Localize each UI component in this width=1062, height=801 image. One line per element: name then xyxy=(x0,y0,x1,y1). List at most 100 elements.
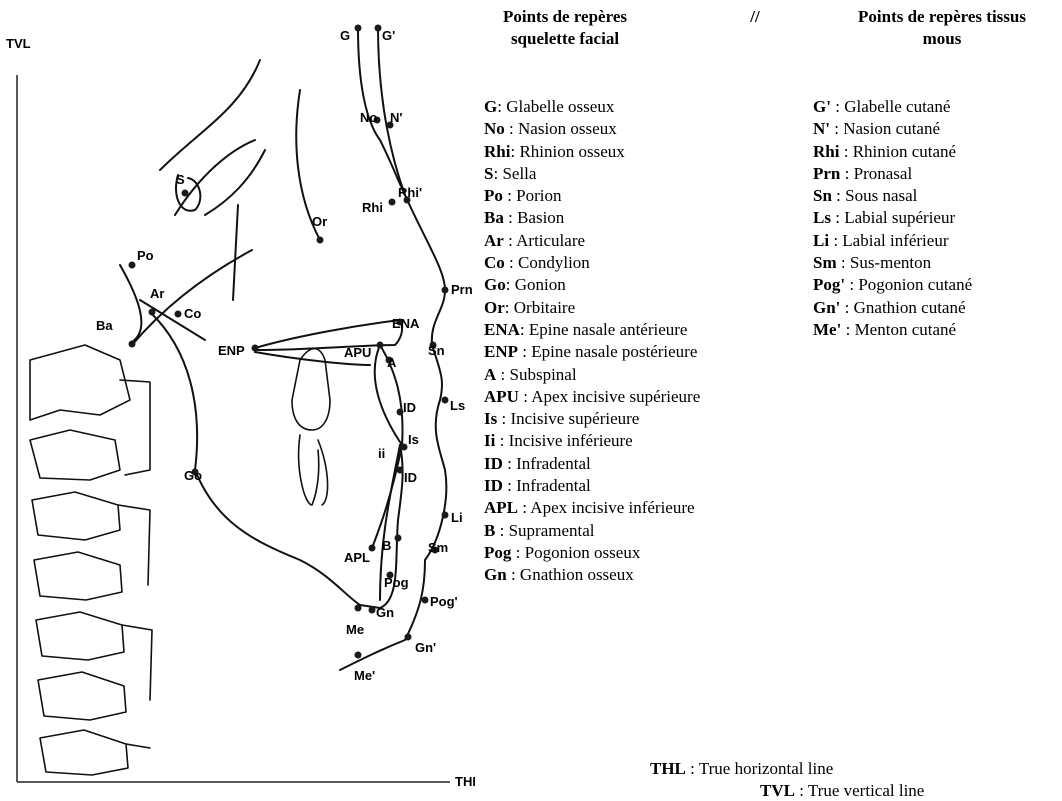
landmark-name: Sus-menton xyxy=(850,253,931,272)
landmark-abbr: Rhi xyxy=(813,142,839,161)
landmark-separator: : xyxy=(495,431,508,450)
landmark-name: Nasion osseux xyxy=(518,119,617,138)
landmark-name: Labial inférieur xyxy=(842,231,948,250)
landmark-abbr: Is xyxy=(484,409,497,428)
landmark-name: Epine nasale antérieure xyxy=(529,320,688,339)
landmark-abbr: Ls xyxy=(813,208,831,227)
landmark-label: ENA xyxy=(392,316,420,331)
landmark-separator: : xyxy=(518,498,530,517)
legend-row: Pog : Pogonion osseux xyxy=(484,542,700,564)
landmark-label: ID xyxy=(403,400,416,415)
landmark-label: No xyxy=(360,110,377,125)
landmark-separator: : xyxy=(841,320,854,339)
landmark-separator: : xyxy=(497,409,510,428)
legend-row: Ar : Articulare xyxy=(484,230,700,252)
legend-row: Li : Labial inférieur xyxy=(813,230,972,252)
landmark-label: Rhi' xyxy=(398,185,422,200)
legend-row: A : Subspinal xyxy=(484,364,700,386)
landmark-abbr: Me' xyxy=(813,320,841,339)
landmark-separator: : xyxy=(511,543,524,562)
skeletal-heading: Points de repères squelette facial xyxy=(485,6,645,50)
landmark-abbr: G xyxy=(484,97,497,116)
landmark-name: Nasion cutané xyxy=(843,119,940,138)
landmark-abbr: B xyxy=(484,521,495,540)
landmark-label: Sn xyxy=(428,343,445,358)
landmark-separator: : xyxy=(504,208,517,227)
landmark-name: Orbitaire xyxy=(514,298,575,317)
landmark-name: Basion xyxy=(517,208,564,227)
legend-row: Is : Incisive supérieure xyxy=(484,408,700,430)
landmark-separator: : xyxy=(503,186,516,205)
landmark-label: B xyxy=(382,538,391,553)
landmark-name: Pogonion osseux xyxy=(525,543,641,562)
landmark-label: N' xyxy=(390,110,402,125)
cervical-vertebrae xyxy=(30,345,152,775)
thl-definition: THL : True horizontal line xyxy=(650,759,833,779)
legend-row: B : Supramental xyxy=(484,520,700,542)
landmark-abbr: Ba xyxy=(484,208,504,227)
landmark-name: Labial supérieur xyxy=(844,208,955,227)
landmark-abbr: Co xyxy=(484,253,505,272)
landmark-separator: : xyxy=(504,231,516,250)
legend-row: ENA: Epine nasale antérieure xyxy=(484,319,700,341)
landmark-label: APU xyxy=(344,345,371,360)
landmark-separator: : xyxy=(845,275,858,294)
landmark-label: Go xyxy=(184,468,202,483)
landmark-name: Gnathion cutané xyxy=(854,298,966,317)
landmark-label: ENP xyxy=(218,343,245,358)
tvl-sep: : xyxy=(795,781,808,800)
landmark-label: ii xyxy=(378,446,385,461)
legend-row: ID : Infradental xyxy=(484,475,700,497)
landmark-separator: : xyxy=(830,119,843,138)
legend-row: G' : Glabelle cutané xyxy=(813,96,972,118)
tvl-definition: TVL : True vertical line xyxy=(760,781,924,801)
landmark-abbr: Po xyxy=(484,186,503,205)
legend-row: Gn : Gnathion osseux xyxy=(484,564,700,586)
landmark-label: Sm xyxy=(428,540,448,555)
legend-row: ENP : Epine nasale postérieure xyxy=(484,341,700,363)
legend-row: ID : Infradental xyxy=(484,453,700,475)
landmark-name: Subspinal xyxy=(510,365,577,384)
landmark-labels: TVL THL G G' No N' Rhi Rhi' S Or Po Ar C… xyxy=(6,28,475,789)
landmark-name: Apex incisive inférieure xyxy=(530,498,694,517)
cephalometric-diagram: TVL THL G G' No N' Rhi Rhi' S Or Po Ar C… xyxy=(0,0,475,790)
landmark-separator: : xyxy=(831,97,844,116)
landmark-label: G' xyxy=(382,28,395,43)
legend-row: Gn' : Gnathion cutané xyxy=(813,297,972,319)
landmark-name: Epine nasale postérieure xyxy=(531,342,697,361)
landmark-abbr: Gn xyxy=(484,565,507,584)
landmark-name: Pogonion cutané xyxy=(858,275,972,294)
landmark-separator: : xyxy=(507,565,520,584)
landmark-label: Ba xyxy=(96,318,113,333)
legend-row: Ii : Incisive inférieure xyxy=(484,430,700,452)
incisors-and-mandible xyxy=(360,345,403,608)
axis-label-thl: THL xyxy=(455,774,475,789)
landmark-separator: : xyxy=(520,320,529,339)
heading-separator: // xyxy=(740,6,770,28)
landmark-label: Ls xyxy=(450,398,465,413)
legend-row: Co : Condylion xyxy=(484,252,700,274)
legend-row: G: Glabelle osseux xyxy=(484,96,700,118)
landmark-name: Glabelle cutané xyxy=(844,97,950,116)
legend-row: S: Sella xyxy=(484,163,700,185)
landmark-name: Porion xyxy=(516,186,561,205)
landmark-separator: : xyxy=(518,342,531,361)
landmark-name: Rhinion osseux xyxy=(519,142,624,161)
landmark-separator: : xyxy=(505,298,514,317)
landmark-label: Po xyxy=(137,248,154,263)
legend-row: APU : Apex incisive supérieure xyxy=(484,386,700,408)
legend-row: APL : Apex incisive inférieure xyxy=(484,497,700,519)
landmark-name: Sella xyxy=(502,164,536,183)
legend-row: Prn : Pronasal xyxy=(813,163,972,185)
landmark-name: Menton cutané xyxy=(855,320,957,339)
landmark-abbr: APU xyxy=(484,387,519,406)
legend-row: Sn : Sous nasal xyxy=(813,185,972,207)
legend-row: Or: Orbitaire xyxy=(484,297,700,319)
landmark-separator: : xyxy=(496,365,509,384)
landmark-name: Apex incisive supérieure xyxy=(531,387,700,406)
landmark-abbr: Go xyxy=(484,275,506,294)
landmark-label: S xyxy=(176,172,185,187)
landmark-separator: : xyxy=(495,521,508,540)
tvl-abbr: TVL xyxy=(760,781,795,800)
landmark-abbr: No xyxy=(484,119,505,138)
